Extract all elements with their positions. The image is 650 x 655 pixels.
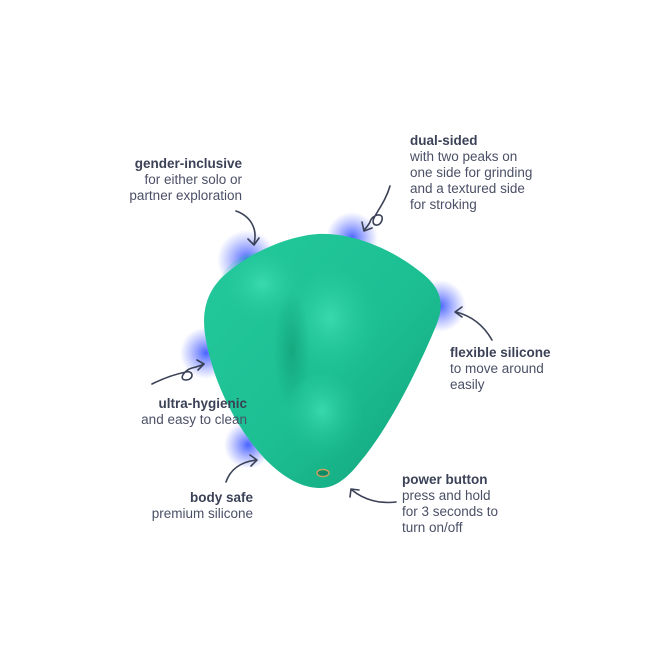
curved-arrow-icon xyxy=(235,210,256,245)
callout-ultra-hygienic: ultra-hygienic and easy to clean xyxy=(47,396,247,428)
arrows xyxy=(151,185,493,504)
callout-title: dual-sided xyxy=(410,133,478,148)
callout-description: press and hold for 3 seconds to turn on/… xyxy=(402,488,499,535)
callout-description: premium silicone xyxy=(151,506,253,521)
product-body xyxy=(204,233,441,488)
arrow-head-body xyxy=(249,454,258,467)
callout-dual-sided: dual-sided with two peaks on one side fo… xyxy=(410,133,610,213)
callout-title: gender-inclusive xyxy=(134,156,242,171)
power-button-icon[interactable] xyxy=(316,468,330,478)
callout-gender-inclusive: gender-inclusive for either solo or part… xyxy=(42,156,242,204)
callout-title: power button xyxy=(402,472,488,487)
callout-description: and easy to clean xyxy=(141,412,247,427)
arrow-head-power xyxy=(349,488,360,498)
callout-title: body safe xyxy=(189,490,253,505)
looped-arrow-icon xyxy=(363,185,391,231)
callout-title: ultra-hygienic xyxy=(158,396,247,411)
callout-flexible-silicone: flexible silicone to move around easily xyxy=(450,345,630,393)
arrow-head-flex xyxy=(454,306,463,318)
callout-body-safe: body safe premium silicone xyxy=(53,490,253,522)
arrow-head-dual xyxy=(361,221,373,232)
curved-arrow-icon xyxy=(225,459,257,483)
looped-arrow-icon xyxy=(151,363,205,385)
arrow-head-hygienic xyxy=(196,359,205,371)
callout-description: for either solo or partner exploration xyxy=(129,172,242,203)
product-groove xyxy=(274,290,310,410)
product-lower-highlight xyxy=(282,374,362,466)
curved-arrow-icon xyxy=(455,311,493,341)
callout-description: to move around easily xyxy=(450,361,544,392)
callout-title: flexible silicone xyxy=(450,345,551,360)
callout-power-button: power button press and hold for 3 second… xyxy=(402,472,602,536)
callout-description: with two peaks on one side for grinding … xyxy=(410,149,533,212)
arrow-head-gender xyxy=(247,237,260,246)
curved-arrow-icon xyxy=(351,489,397,504)
